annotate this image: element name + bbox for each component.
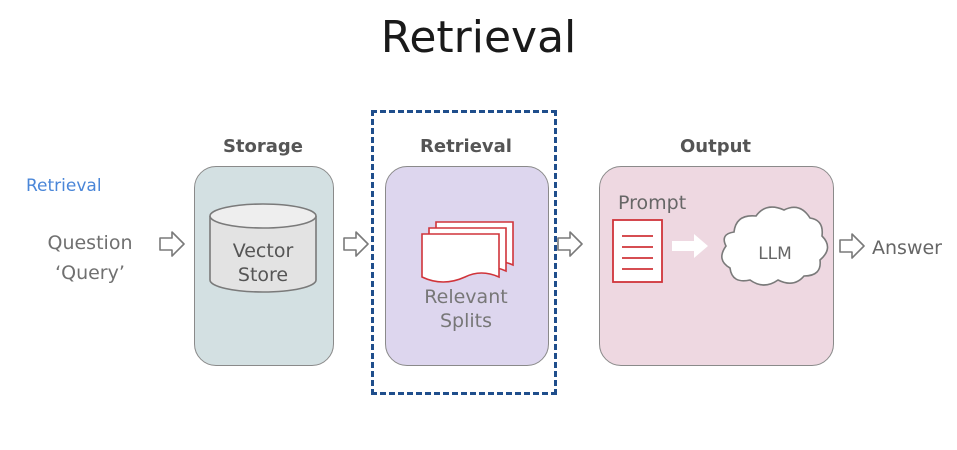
llm-label: LLM <box>758 244 792 264</box>
vector-store-label-line2: Store <box>237 264 289 286</box>
storage-stage-title: Storage <box>222 136 304 157</box>
prompt-document-icon <box>612 219 663 283</box>
retrieval-stage-title: Retrieval <box>420 136 512 157</box>
arrow-icon-question-to-storage <box>159 231 185 257</box>
cylinder-icon <box>209 203 317 293</box>
page-title: Retrieval <box>380 12 577 63</box>
question-label: Question <box>47 232 133 254</box>
arrow-icon-storage-to-retrieval <box>343 231 369 257</box>
prompt-label: Prompt <box>618 192 687 214</box>
retrieval-side-label: Retrieval <box>26 176 102 196</box>
arrow-icon-output-to-answer <box>839 233 865 259</box>
relevant-splits-label-line1: Relevant <box>424 286 508 308</box>
arrow-icon-prompt-to-llm <box>672 234 708 258</box>
cloud-icon <box>721 206 829 286</box>
retrieval-highlight-frame <box>371 110 557 395</box>
documents-icon <box>421 221 514 283</box>
answer-label: Answer <box>872 237 942 259</box>
query-label: ‘Query’ <box>55 262 125 284</box>
arrow-icon-retrieval-to-output <box>557 231 583 257</box>
output-stage-title: Output <box>679 136 752 157</box>
vector-store-label-line1: Vector <box>232 240 294 262</box>
relevant-splits-label-line2: Splits <box>439 310 493 332</box>
